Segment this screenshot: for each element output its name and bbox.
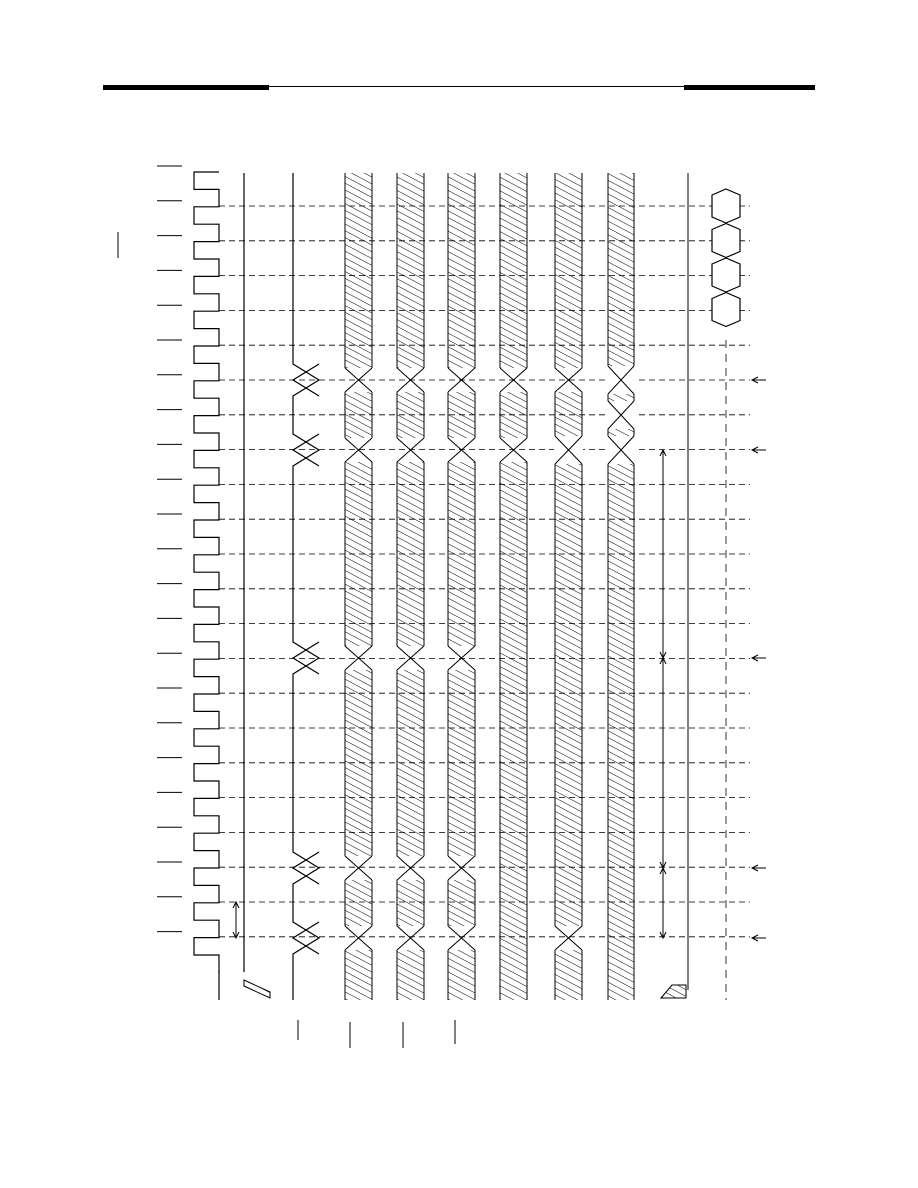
bus-hatched-segment <box>448 462 475 646</box>
data-beat-hexagon <box>711 222 741 259</box>
bus-hatched-segment <box>448 950 475 1000</box>
bus-transition <box>460 855 476 881</box>
data-beat-cells <box>711 188 741 328</box>
bus-hatched-segment <box>500 173 527 368</box>
bus-transition <box>357 855 373 881</box>
signal-end-hatch <box>659 984 687 999</box>
bus-hatched-segment <box>345 462 372 646</box>
bus-x-transition <box>607 400 635 430</box>
bus-hatched-segment <box>500 462 527 1000</box>
bus-transition <box>460 925 476 951</box>
bus-transition <box>357 367 373 393</box>
signal-a-end-hatch <box>243 979 271 999</box>
bus-hatched-segment <box>345 670 372 856</box>
data-beat-hexagon <box>711 188 741 224</box>
dimension-arrowhead <box>659 866 667 875</box>
bus-hatched-segment <box>448 392 475 438</box>
data-beat-hexagon <box>711 257 741 293</box>
dimension-arrowhead <box>659 656 667 665</box>
bus-hatched-segment <box>345 392 372 438</box>
clock-square-wave <box>193 171 220 973</box>
event-pointer-arrowhead <box>750 934 759 942</box>
bus-transition <box>357 925 373 951</box>
bus-transition <box>344 925 360 951</box>
bus-transition <box>567 925 583 951</box>
timing-gridlines <box>219 173 750 1000</box>
signal-b-crossover <box>291 363 320 397</box>
bus-hatched-segment <box>397 670 424 856</box>
bus-lanes <box>344 173 635 1000</box>
bus-transition <box>357 645 373 671</box>
bus-hatched-segment <box>500 392 527 438</box>
signal-b-crossover <box>291 851 320 885</box>
bus-hatched-segment <box>397 950 424 1000</box>
bus-transition <box>357 437 373 463</box>
bus-transition <box>567 367 583 393</box>
bus-transition <box>409 645 425 671</box>
bus-transition <box>409 855 425 881</box>
bus-hatched-segment <box>448 670 475 856</box>
setup-dimension-arrowheads <box>232 900 240 940</box>
bus-hatched-segment <box>345 173 372 368</box>
bus-hatched-segment <box>345 880 372 926</box>
bus-x-transition <box>554 435 583 465</box>
page-header-rule <box>103 85 815 90</box>
signal-b-crossover <box>291 433 320 467</box>
control-signal-lines <box>243 173 321 1000</box>
bus-hatched-segment <box>555 173 582 368</box>
bus-x-transition <box>607 435 635 465</box>
bus-hatched-segment <box>397 462 424 646</box>
bus-transition <box>460 645 476 671</box>
bus-transition <box>396 855 412 881</box>
bus-transition <box>554 925 570 951</box>
bus-hatched-segment <box>448 880 475 926</box>
bus-hatched-segment <box>397 392 424 438</box>
signal-name-leaders <box>297 1020 456 1048</box>
bus-transition <box>409 925 425 951</box>
bus-transition <box>396 925 412 951</box>
bus-transition <box>447 925 463 951</box>
bus-transition <box>512 437 528 463</box>
bus-hatched-segment <box>345 950 372 1000</box>
bus-hatched-segment <box>448 173 475 368</box>
bus-hatched-segment <box>608 173 634 1000</box>
event-pointer-arrowhead <box>750 654 759 662</box>
clock-waveform <box>117 165 220 1000</box>
bus-transition <box>447 855 463 881</box>
bus-hatched-segment <box>555 950 582 1000</box>
bus-transition <box>409 437 425 463</box>
signal-b-crossover <box>291 641 320 675</box>
bus-transition <box>409 367 425 393</box>
header-bar-left <box>103 85 269 90</box>
bus-x-transition <box>607 365 635 395</box>
signal-line-b <box>292 173 321 1000</box>
dimension-arrowhead <box>659 448 667 457</box>
signal-b-crossover <box>291 921 320 955</box>
bus-transition <box>512 367 528 393</box>
bus-transition <box>460 437 476 463</box>
bus-hatched-segment <box>397 880 424 926</box>
data-beat-hexagon <box>711 291 741 328</box>
bus-hatched-segment <box>555 392 582 926</box>
event-pointer-arrowhead <box>750 864 759 872</box>
timing-dimension-markers <box>232 376 766 999</box>
bus-hatched-segment <box>397 173 424 368</box>
event-pointer-arrowhead <box>750 376 759 384</box>
bus-transition <box>460 367 476 393</box>
dimension-arrowhead <box>659 931 667 940</box>
header-bar-right <box>684 85 815 90</box>
event-pointer-arrowhead <box>750 446 759 454</box>
bus-transition <box>344 855 360 881</box>
